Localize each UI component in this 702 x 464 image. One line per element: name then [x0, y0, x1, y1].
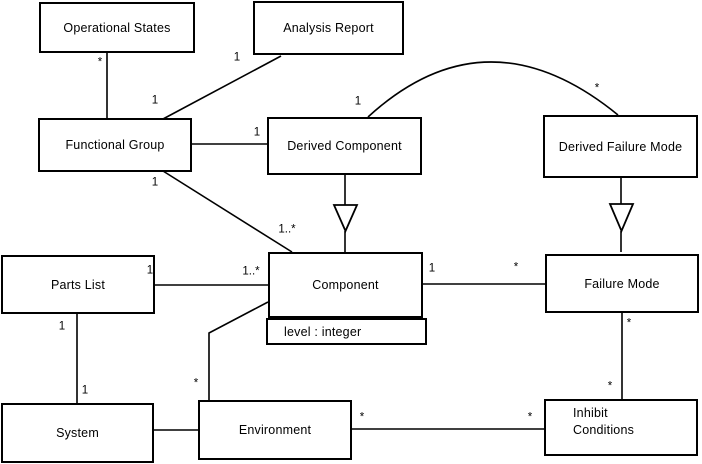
class-name: Derived Failure Mode: [558, 139, 683, 154]
generalization-triangle-icon: [332, 204, 359, 234]
class-inhibit-conditions: Inhibit Conditions: [544, 399, 698, 456]
multiplicity-label: *: [193, 377, 199, 390]
multiplicity-label: 1: [428, 262, 436, 275]
multiplicity-label: 1: [151, 94, 159, 107]
class-name: Analysis Report: [283, 21, 374, 35]
class-parts-list: Parts List: [1, 255, 155, 314]
multiplicity-label: 1: [253, 126, 261, 139]
multiplicity-label: 1..*: [278, 223, 296, 236]
class-name: Functional Group: [65, 138, 165, 152]
class-environment: Environment: [198, 400, 352, 460]
class-derived-failure-mode: Derived Failure Mode: [543, 115, 698, 178]
multiplicity-label: *: [607, 380, 613, 393]
edge-derivedcomponent-derivedfailuremode-arc: [367, 61, 619, 118]
class-name: System: [56, 426, 99, 440]
edge-functionalgroup-analysisreport: [162, 55, 282, 120]
class-name: Environment: [238, 423, 312, 437]
class-derived-component: Derived Component: [267, 117, 422, 175]
multiplicity-label: *: [626, 317, 632, 330]
attribute-label: level : integer: [284, 324, 362, 339]
multiplicity-label: 1: [58, 320, 66, 333]
multiplicity-label: *: [594, 82, 600, 95]
class-failure-mode: Failure Mode: [545, 254, 699, 313]
class-name: Derived Component: [287, 139, 402, 153]
multiplicity-label: *: [359, 411, 365, 424]
edge-functionalgroup-component: [162, 170, 293, 253]
class-name: Inhibit Conditions: [573, 406, 635, 437]
class-name: Failure Mode: [584, 276, 660, 291]
multiplicity-label: 1: [151, 176, 159, 189]
multiplicity-label: 1: [233, 51, 241, 64]
class-analysis-report: Analysis Report: [253, 1, 404, 55]
multiplicity-label: *: [513, 261, 519, 274]
class-name: Component: [312, 278, 379, 292]
class-name: Operational States: [63, 20, 171, 35]
class-component-attributes: level : integer: [266, 318, 427, 345]
class-functional-group: Functional Group: [38, 118, 192, 172]
class-component: Component: [268, 252, 423, 318]
edge-environment-component: [208, 301, 269, 400]
multiplicity-label: 1..*: [242, 265, 260, 278]
multiplicity-label: 1: [354, 95, 362, 108]
generalization-triangle-icon: [608, 203, 635, 234]
multiplicity-label: *: [527, 411, 533, 424]
multiplicity-label: 1: [146, 264, 154, 277]
class-system: System: [1, 403, 154, 463]
multiplicity-label: 1: [81, 384, 89, 397]
multiplicity-label: *: [97, 56, 103, 69]
class-operational-states: Operational States: [39, 2, 195, 53]
class-name: Parts List: [50, 277, 106, 292]
